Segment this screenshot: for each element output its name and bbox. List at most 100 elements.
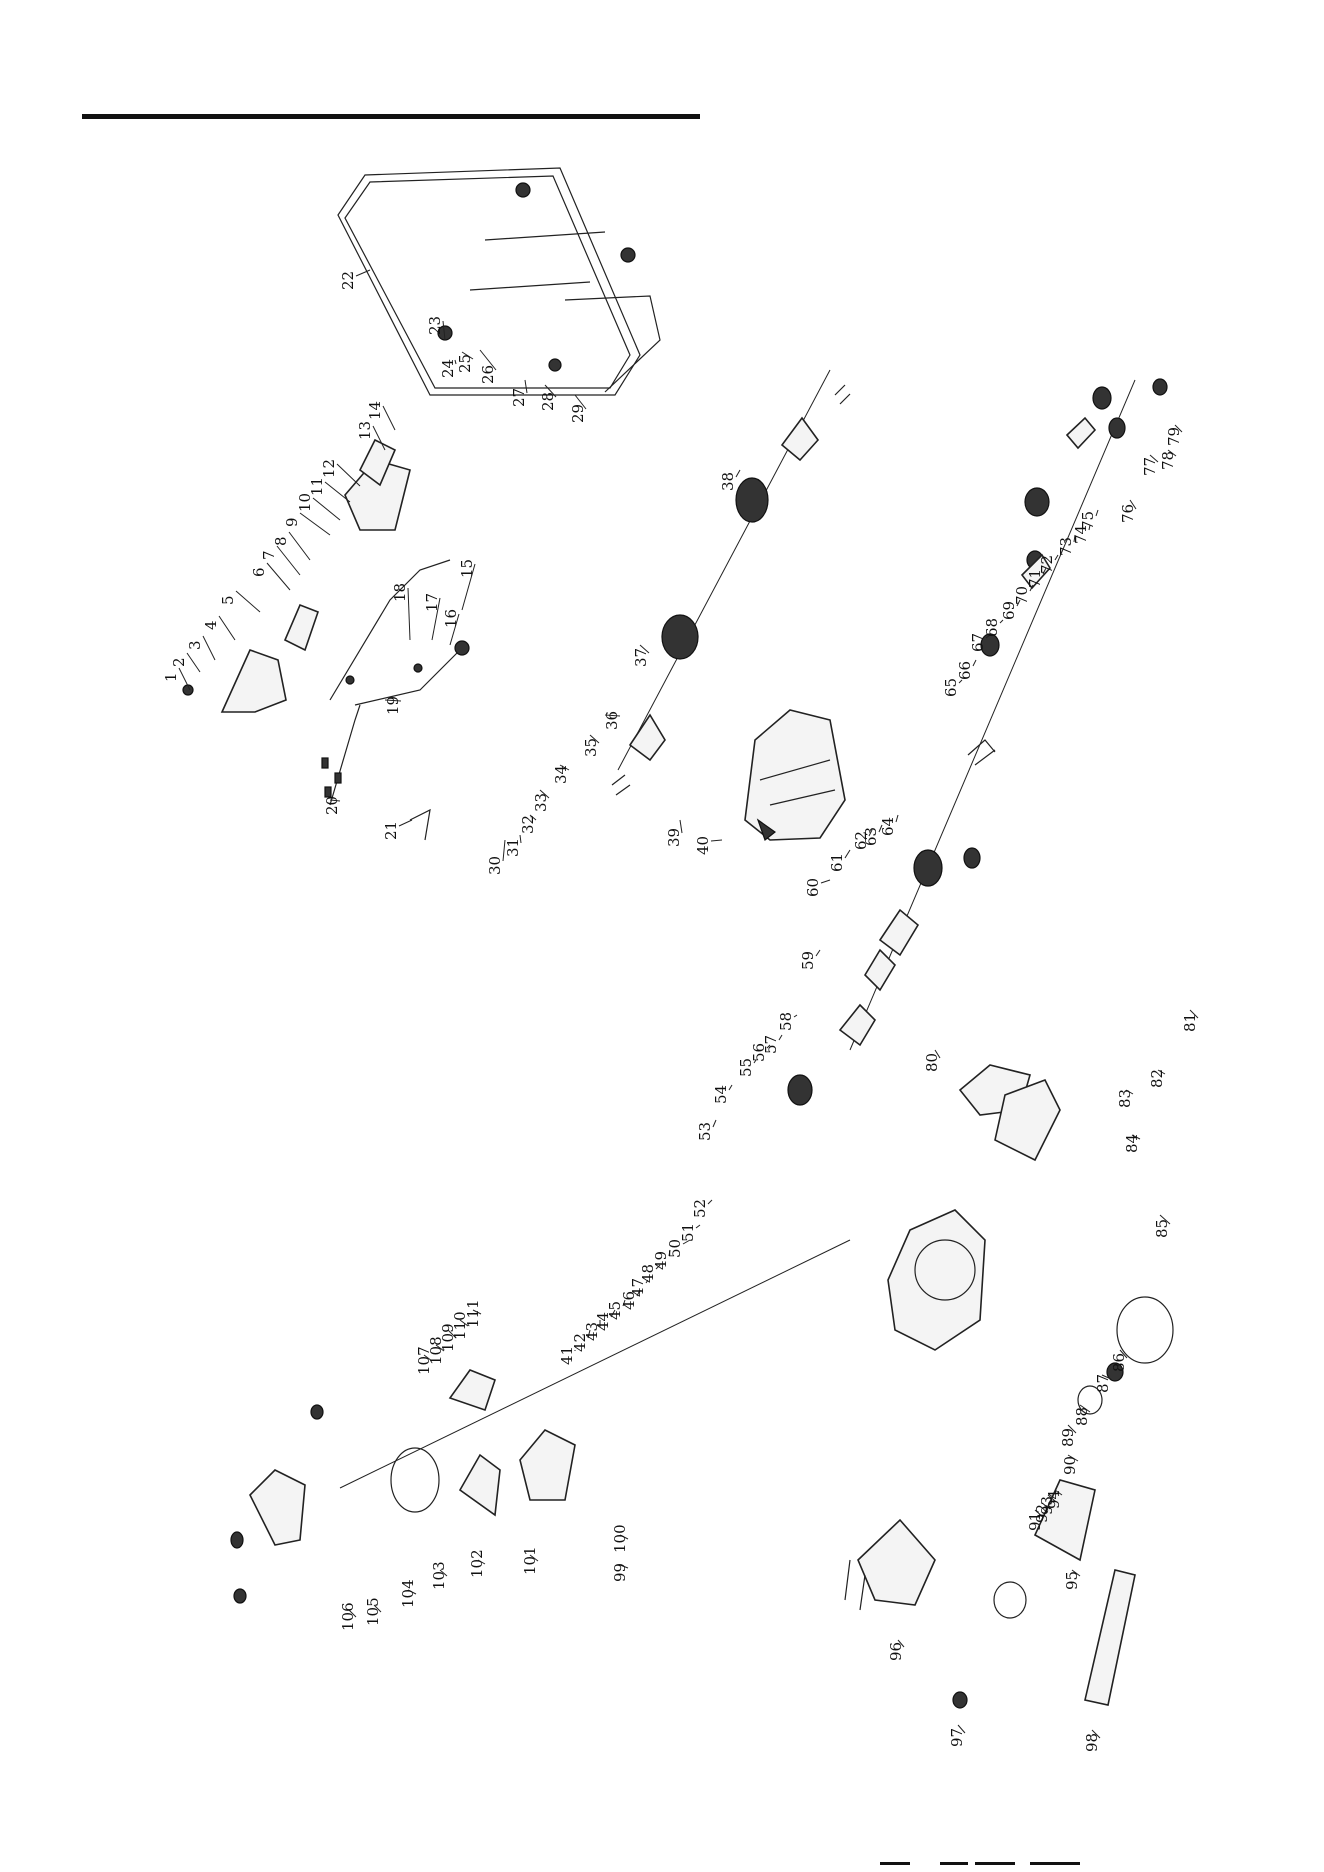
leader-line-22 (355, 269, 371, 277)
leader-line-16 (449, 613, 460, 646)
part-label-54: 54 (712, 1085, 730, 1104)
part-label-50: 50 (666, 1239, 684, 1258)
leader-line-42 (587, 1329, 591, 1339)
rear-wheel-axle-assembly (611, 369, 851, 796)
part-label-24: 24 (439, 359, 457, 378)
leader-line-64 (895, 814, 899, 823)
part-label-17: 17 (423, 593, 441, 612)
leader-line-53 (712, 1119, 717, 1128)
part-label-16: 16 (442, 609, 460, 628)
footer-marks (880, 1862, 1080, 1865)
part-label-31: 31 (504, 838, 522, 857)
leader-line-54 (728, 1084, 733, 1091)
leader-line-100 (619, 1534, 629, 1540)
grass-collector (744, 709, 846, 841)
part-label-83: 83 (1116, 1089, 1134, 1108)
part-label-26: 26 (479, 365, 497, 384)
mower-deck-housing (844, 1064, 1174, 1709)
leader-line-60 (820, 879, 831, 884)
part-label-99: 99 (611, 1563, 629, 1582)
part-label-53: 53 (696, 1122, 714, 1141)
part-label-20: 20 (323, 796, 341, 815)
leader-line-26 (479, 349, 497, 371)
leader-line-80 (934, 1049, 941, 1059)
part-label-96: 96 (887, 1642, 905, 1661)
part-label-12: 12 (320, 459, 338, 478)
part-label-28: 28 (539, 392, 557, 411)
leader-line-31 (519, 834, 522, 844)
leader-line-19 (384, 699, 402, 702)
part-label-4: 4 (202, 620, 220, 630)
part-label-101: 101 (521, 1546, 539, 1575)
part-label-56: 56 (750, 1043, 768, 1062)
part-label-46: 46 (620, 1291, 638, 1310)
part-label-107: 107 (415, 1346, 433, 1375)
part-label-109: 109 (439, 1323, 457, 1352)
part-label-72: 72 (1038, 555, 1056, 574)
part-label-74: 74 (1072, 525, 1090, 544)
leader-line-50 (682, 1239, 691, 1245)
part-label-111: 111 (464, 1299, 482, 1328)
leader-line-49 (668, 1249, 671, 1257)
leader-line-85 (1159, 1214, 1171, 1225)
part-label-103: 103 (430, 1561, 448, 1590)
part-label-11: 11 (308, 477, 326, 496)
leader-line-2 (186, 652, 201, 673)
upper-handle-frame (337, 167, 661, 396)
leader-line-76 (1129, 499, 1137, 510)
part-label-100: 100 (611, 1524, 629, 1553)
leader-line-45 (622, 1299, 626, 1307)
part-label-18: 18 (391, 583, 409, 602)
part-label-97: 97 (948, 1728, 966, 1747)
part-label-106: 106 (339, 1602, 357, 1631)
part-label-92: 92 (1033, 1504, 1051, 1523)
part-label-65: 65 (942, 678, 960, 697)
part-label-55: 55 (737, 1058, 755, 1077)
part-label-21: 21 (382, 821, 400, 840)
leader-line-55 (753, 1059, 757, 1064)
leader-line-56 (766, 1044, 771, 1049)
part-label-7: 7 (260, 550, 278, 560)
part-label-66: 66 (956, 661, 974, 680)
leader-line-99 (619, 1564, 629, 1569)
leader-line-44 (610, 1309, 616, 1318)
part-label-10: 10 (296, 493, 314, 512)
header-rule (82, 114, 700, 119)
part-label-44: 44 (594, 1312, 612, 1331)
part-label-27: 27 (510, 388, 528, 407)
leader-line-102 (477, 1559, 486, 1565)
leader-line-39 (679, 819, 683, 834)
leader-line-70 (1029, 584, 1034, 592)
part-label-80: 80 (923, 1053, 941, 1072)
leader-line-10 (312, 497, 341, 521)
leader-line-24 (454, 359, 457, 365)
part-label-91: 91 (1026, 1512, 1044, 1531)
part-label-58: 58 (777, 1012, 795, 1031)
part-label-110: 110 (451, 1311, 469, 1340)
part-label-98: 98 (1083, 1733, 1101, 1752)
leader-line-88 (1079, 1404, 1091, 1413)
part-label-45: 45 (606, 1301, 624, 1320)
leader-line-68 (999, 619, 1004, 624)
part-label-104: 104 (399, 1579, 417, 1608)
leader-line-94 (1054, 1489, 1063, 1496)
leader-line-101 (529, 1554, 539, 1562)
leader-line-34 (559, 764, 570, 771)
leader-line-12 (336, 463, 361, 487)
leader-line-92 (1041, 1502, 1051, 1510)
leader-line-93 (1047, 1494, 1056, 1502)
part-label-76: 76 (1119, 504, 1137, 523)
leader-line-32 (529, 814, 537, 821)
leader-line-37 (639, 644, 650, 654)
part-label-67: 67 (969, 633, 987, 652)
leader-line-4 (218, 615, 236, 641)
part-label-22: 22 (339, 271, 357, 290)
part-label-93: 93 (1038, 1496, 1056, 1515)
part-label-33: 33 (532, 793, 550, 812)
part-label-84: 84 (1123, 1134, 1141, 1153)
part-label-51: 51 (679, 1223, 697, 1242)
leader-line-46 (636, 1289, 641, 1297)
leader-line-84 (1131, 1134, 1141, 1140)
part-label-79: 79 (1165, 427, 1183, 446)
leader-line-89 (1067, 1424, 1077, 1434)
